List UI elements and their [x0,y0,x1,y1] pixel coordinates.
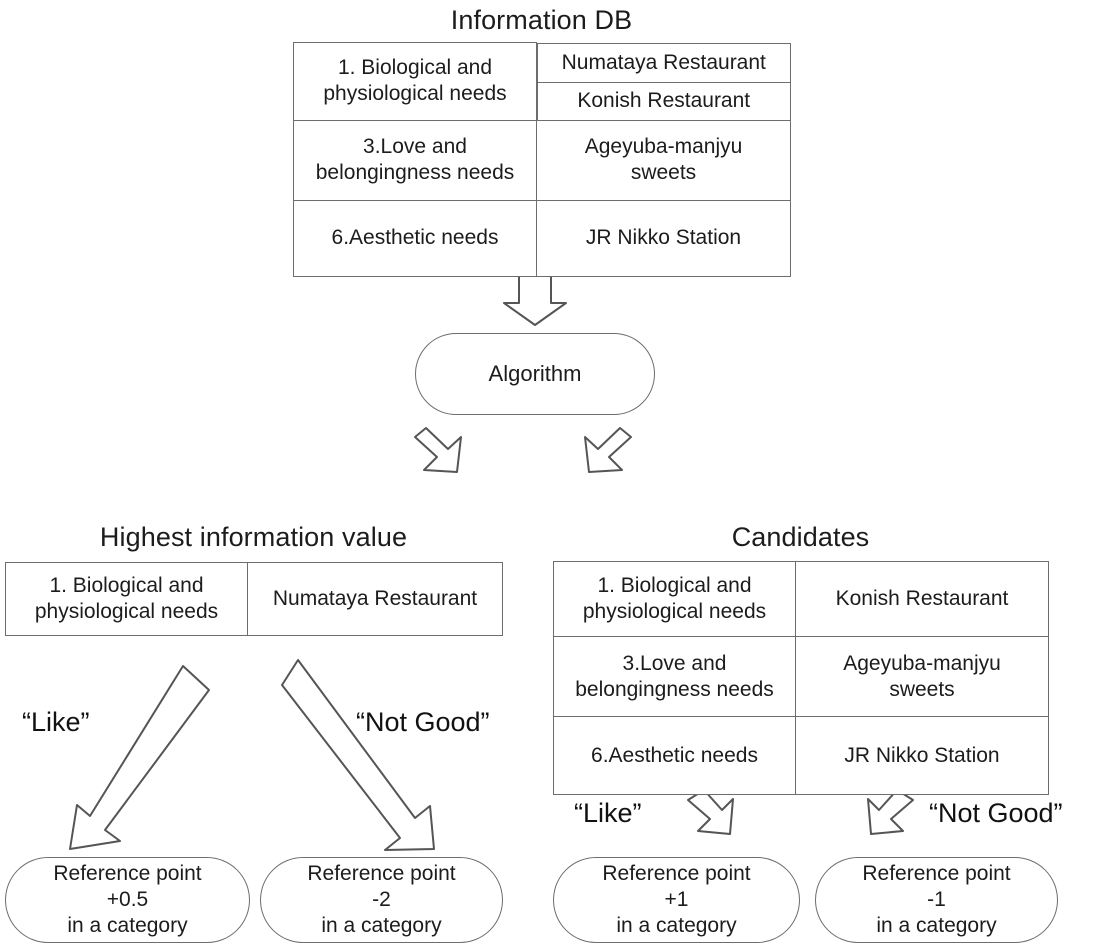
highest-information-value-title: Highest information value [99,522,408,552]
table-row: Konish Restaurant [537,81,791,120]
highest-not-good-label: “Not Good” [356,707,490,737]
candidates-title: Candidates [731,522,870,552]
algorithm-label: Algorithm [488,361,582,386]
candidates-like-label: “Like” [574,798,642,828]
db-need-cell: 3.Love and belongingness needs [293,119,537,201]
cand-item-cell: JR Nikko Station [795,716,1049,795]
table-row: 3.Love and belongingness needs Ageyuba-m… [293,119,791,201]
cand-item-cell: Konish Restaurant [795,561,1049,637]
db-need-cell: 1. Biological and physiological needs [293,42,537,121]
candidates-table: 1. Biological and physiological needs Ko… [553,561,1049,795]
candidates-not-good-label: “Not Good” [929,798,1063,828]
db-item-cell: JR Nikko Station [536,199,791,277]
table-row: 6.Aesthetic needs JR Nikko Station [553,716,1049,795]
cand-need-cell: 6.Aesthetic needs [553,716,796,795]
arrow-highest-not-good [281,659,435,851]
arrow-candidates-like [687,789,734,835]
arrow-db-to-algorithm [503,275,567,326]
table-row: 1. Biological and physiological needs Ko… [553,561,1049,637]
arrow-highest-like [69,665,210,850]
table-row: 1. Biological and physiological needs Nu… [293,42,791,121]
highest-not-good-outcome: Reference point -2 in a category [260,857,503,943]
highest-like-outcome: Reference point +0.5 in a category [5,857,250,943]
candidates-not-good-outcome-text: Reference point -1 in a category [862,862,1011,937]
candidates-like-outcome-text: Reference point +1 in a category [602,862,751,937]
highest-information-value-table: 1. Biological and physiological needs Nu… [5,562,503,636]
information-db-table: 1. Biological and physiological needs Nu… [293,42,791,277]
db-item-cell: Konish Restaurant [537,81,791,120]
algorithm-node: Algorithm [415,333,655,415]
table-row: 3.Love and belongingness needs Ageyuba-m… [553,636,1049,717]
highest-not-good-outcome-text: Reference point -2 in a category [307,862,456,937]
db-items-cell: Numataya Restaurant Konish Restaurant [537,42,791,121]
information-db-title: Information DB [450,5,633,35]
highest-like-label: “Like” [22,707,90,737]
hiv-item-cell: Numataya Restaurant [247,562,503,636]
cand-need-cell: 3.Love and belongingness needs [553,636,796,717]
arrow-algorithm-to-highest [414,427,462,473]
cand-need-cell: 1. Biological and physiological needs [553,561,796,637]
arrow-algorithm-to-candidates [584,427,632,473]
hiv-need-cell: 1. Biological and physiological needs [5,562,248,636]
table-row: 6.Aesthetic needs JR Nikko Station [293,199,791,277]
db-items-subtable: Numataya Restaurant Konish Restaurant [537,42,791,120]
arrow-candidates-not-good [867,789,914,835]
db-item-cell: Numataya Restaurant [537,42,791,83]
candidates-like-outcome: Reference point +1 in a category [553,857,800,943]
db-item-cell: Ageyuba-manjyu sweets [536,119,791,201]
table-row: 1. Biological and physiological needs Nu… [5,562,503,636]
highest-like-outcome-text: Reference point +0.5 in a category [53,862,202,937]
db-need-cell: 6.Aesthetic needs [293,199,537,277]
candidates-not-good-outcome: Reference point -1 in a category [815,857,1058,943]
cand-item-cell: Ageyuba-manjyu sweets [795,636,1049,717]
table-row: Numataya Restaurant [537,42,791,83]
